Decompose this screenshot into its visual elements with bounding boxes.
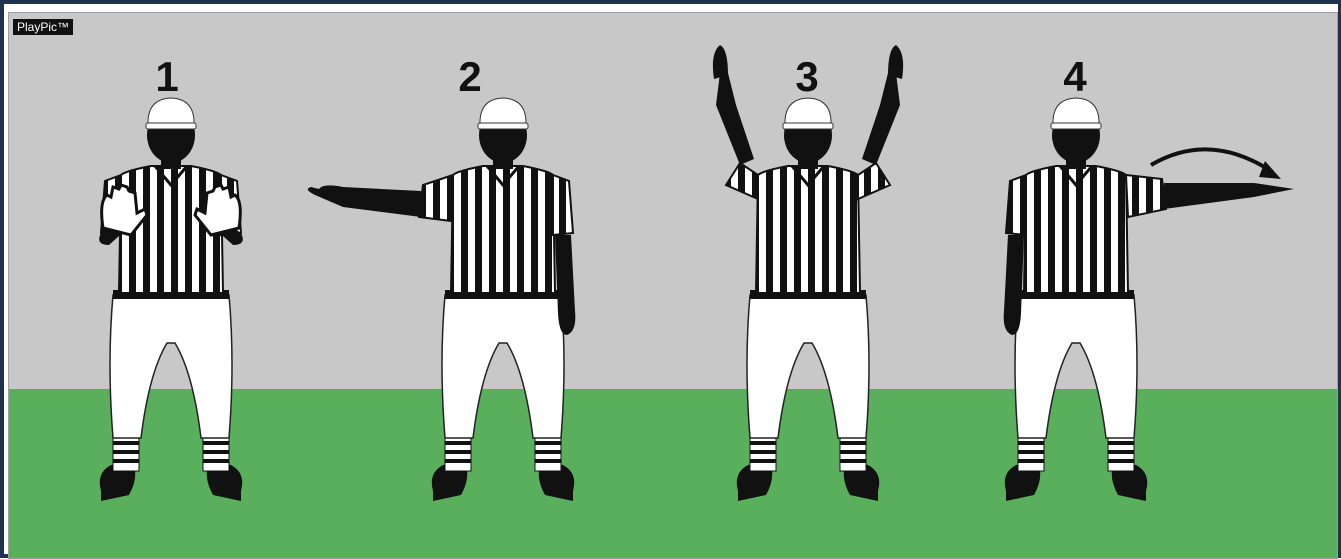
signal-number-1: 1 <box>137 53 197 101</box>
signal-number-4: 4 <box>1045 53 1105 101</box>
referee-signal-2 <box>308 98 576 501</box>
motion-arrow-icon <box>1151 149 1271 171</box>
referee-signals-illustration <box>9 13 1338 559</box>
signal-number-3: 3 <box>777 53 837 101</box>
brand-label: PlayPic™ <box>13 19 73 35</box>
illustration-scene: PlayPic™ 1 2 3 4 <box>8 12 1338 559</box>
referee-signal-1 <box>99 98 243 501</box>
referee-signal-3 <box>713 45 903 501</box>
signal-number-2: 2 <box>440 53 500 101</box>
